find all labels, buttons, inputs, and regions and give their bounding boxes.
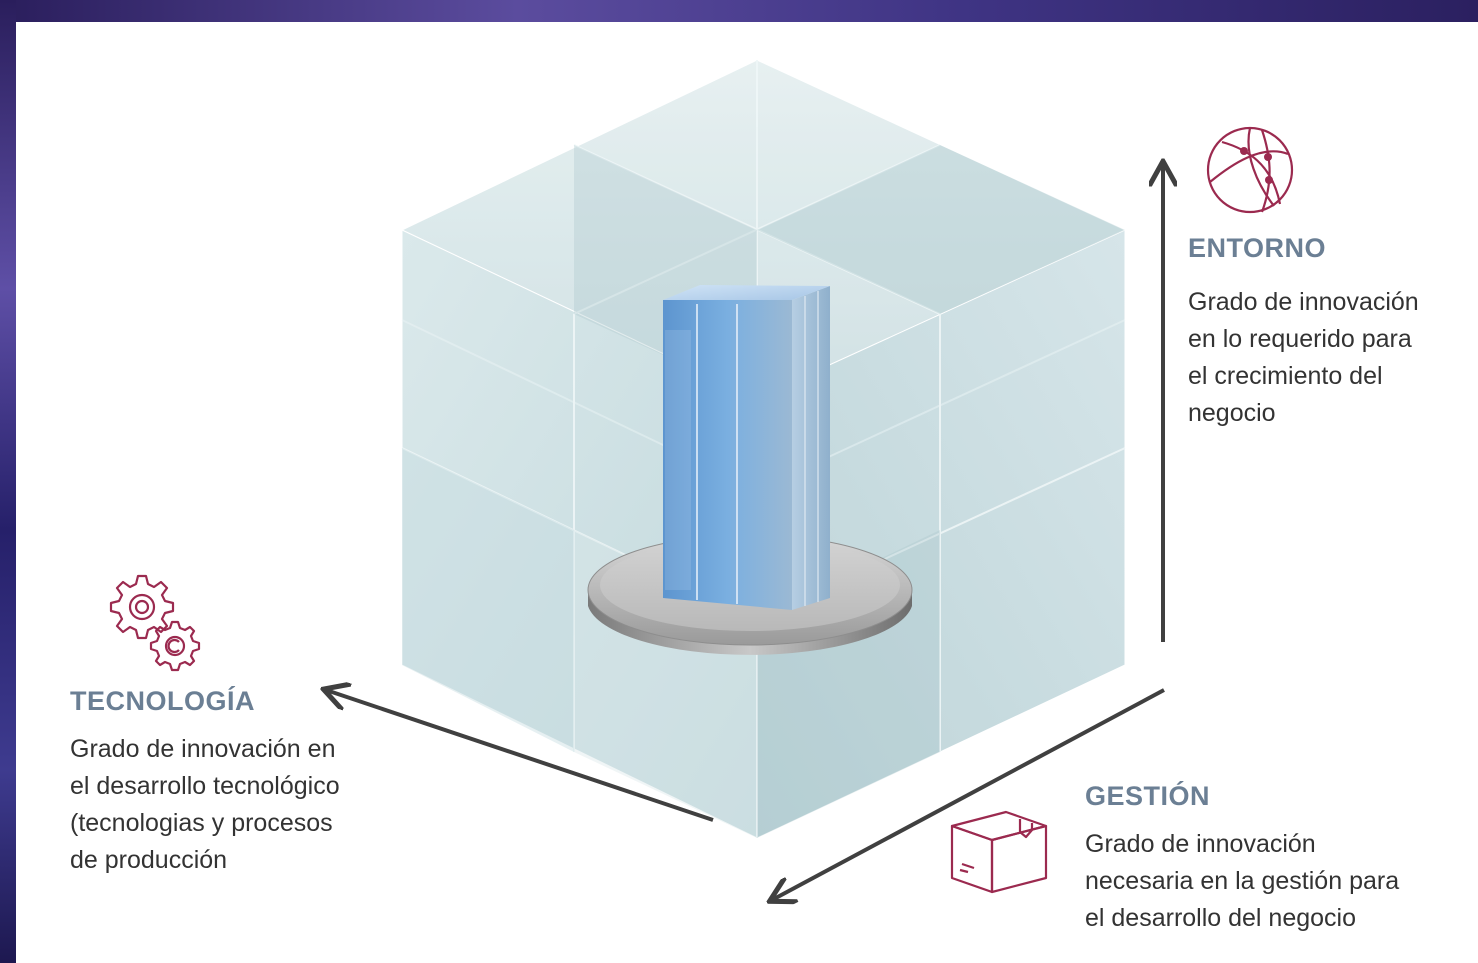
tecnologia-line: el desarrollo tecnológico bbox=[70, 772, 340, 800]
central-column bbox=[663, 285, 830, 610]
gestion-description: Grado de innovación necesaria en la gest… bbox=[1085, 826, 1455, 937]
entorno-line: en lo requerido para bbox=[1188, 325, 1412, 353]
window-left-border bbox=[0, 0, 16, 963]
tecnologia-line: (tecnologias y procesos bbox=[70, 809, 333, 837]
window-top-border bbox=[0, 0, 1478, 22]
entorno-title: ENTORNO bbox=[1188, 233, 1327, 263]
tecnologia-line: Grado de innovación en bbox=[70, 735, 336, 763]
entorno-line: el crecimiento del bbox=[1188, 362, 1383, 390]
gestion-line: Grado de innovación bbox=[1085, 830, 1316, 858]
package-box-icon bbox=[950, 810, 1048, 894]
tecnologia-title: TECNOLOGÍA bbox=[70, 686, 255, 716]
gears-icon bbox=[109, 574, 201, 672]
tecnologia-line: de producción bbox=[70, 846, 228, 874]
globe-network-icon bbox=[1206, 126, 1294, 214]
gestion-line: el desarrollo del negocio bbox=[1085, 904, 1357, 932]
entorno-line: negocio bbox=[1188, 399, 1276, 427]
tecnologia-description: Grado de innovación en el desarrollo tec… bbox=[70, 731, 400, 879]
gestion-title: GESTIÓN bbox=[1085, 781, 1211, 811]
tecnologia-axis-arrow bbox=[326, 690, 714, 822]
entorno-line: Grado de innovación bbox=[1188, 288, 1419, 316]
entorno-description: Grado de innovación en lo requerido para… bbox=[1188, 284, 1468, 432]
gestion-axis-arrow bbox=[772, 688, 1165, 900]
gestion-line: necesaria en la gestión para bbox=[1085, 867, 1400, 895]
